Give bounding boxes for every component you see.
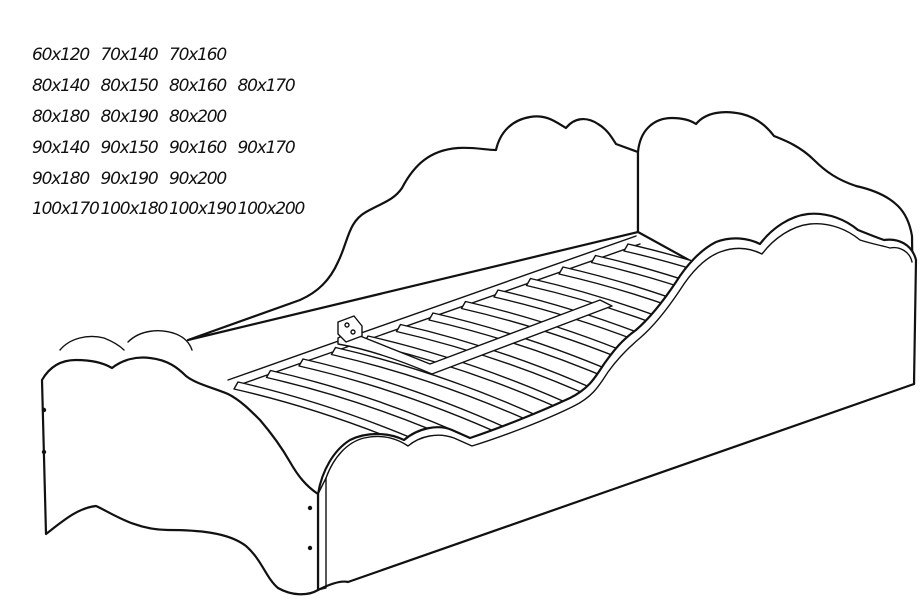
- size-label: 80x160: [169, 76, 227, 97]
- size-label: 80x150: [100, 76, 159, 97]
- centre-support-beam: [337, 299, 613, 375]
- size-label: 90x160: [169, 137, 227, 158]
- size-label: 80x140: [32, 76, 90, 97]
- size-label: 60x120: [32, 45, 90, 66]
- foot-panel-edge: [317, 477, 327, 591]
- size-label: 70x160: [169, 45, 227, 66]
- size-label: 100x180: [100, 199, 169, 220]
- size-label: 100x200: [237, 199, 306, 220]
- size-row: 90x140 90x150 90x160 90x170: [32, 132, 306, 163]
- size-label: 90x140: [32, 137, 90, 158]
- size-row: 60x120 70x140 70x160: [32, 40, 306, 71]
- foot-top-bumps: [59, 330, 193, 351]
- size-label: 80x190: [100, 106, 159, 127]
- front-panel-bottom-edge: [347, 383, 915, 583]
- screw-holes: [41, 407, 313, 551]
- size-label: 80x200: [169, 106, 227, 127]
- hinge-bracket: [337, 315, 363, 343]
- size-label: 100x170: [32, 199, 100, 220]
- front-panel-inner-edge: [325, 223, 913, 479]
- size-label: 70x140: [100, 45, 159, 66]
- size-row: 80x180 80x190 80x200: [32, 102, 306, 133]
- front-side-panel: [316, 212, 918, 592]
- back-side-panel: [186, 115, 640, 342]
- size-label: 90x190: [100, 168, 159, 189]
- size-row: 80x140 80x150 80x160 80x170: [32, 71, 306, 102]
- size-label: 90x200: [169, 168, 227, 189]
- size-row: 90x180 90x190 90x200: [32, 163, 306, 194]
- size-label: 80x170: [237, 76, 296, 97]
- size-label: 80x180: [32, 106, 90, 127]
- size-label: 100x190: [169, 199, 237, 220]
- size-label: 90x180: [32, 168, 90, 189]
- size-label: 90x150: [100, 137, 159, 158]
- size-label: 90x170: [237, 137, 296, 158]
- slat-group: [233, 243, 843, 464]
- foot-panel: [40, 356, 320, 596]
